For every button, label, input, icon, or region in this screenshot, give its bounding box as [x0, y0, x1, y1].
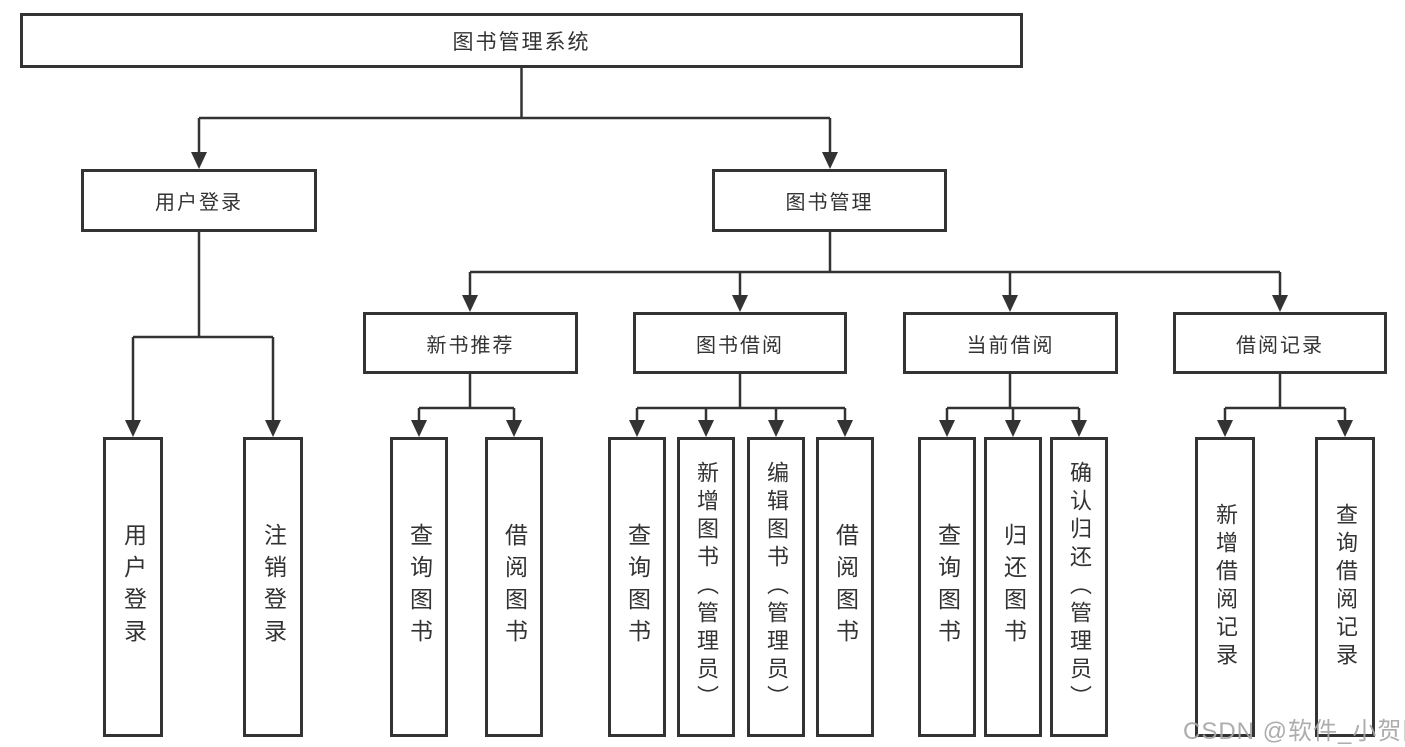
- edge-group-records: [1217, 373, 1353, 437]
- leaf-return-books: 归还图书: [984, 437, 1042, 737]
- leaf-user-login: 用户登录: [103, 437, 163, 737]
- edge-book-mgmt-groups: [462, 231, 1288, 312]
- leaf-borrow-books-2: 借阅图书: [816, 437, 874, 737]
- node-current-borrowing: 当前借阅: [903, 312, 1118, 374]
- leaf-borrow-books-1: 借阅图书: [485, 437, 543, 737]
- csdn-watermark: CSDN @软件_小贺同学: [1183, 718, 1405, 745]
- leaf-query-books-1: 查询图书: [390, 437, 448, 737]
- edge-root-to-level2: [191, 66, 838, 169]
- leaf-query-books-2: 查询图书: [608, 437, 666, 737]
- leaf-query-borrow-record: 查询借阅记录: [1315, 437, 1375, 737]
- edge-user-login-children: [125, 231, 281, 437]
- leaf-add-borrow-record: 新增借阅记录: [1195, 437, 1255, 737]
- node-library-system: 图书管理系统: [20, 13, 1023, 68]
- leaf-logout: 注销登录: [243, 437, 303, 737]
- leaf-confirm-return-admin: 确认归还（管理员）: [1050, 437, 1108, 737]
- leaf-query-books-3: 查询图书: [918, 437, 976, 737]
- leaf-edit-books-admin: 编辑图书（管理员）: [747, 437, 805, 737]
- leaf-add-books-admin: 新增图书（管理员）: [677, 437, 735, 737]
- node-borrowing-records: 借阅记录: [1173, 312, 1387, 374]
- node-book-management: 图书管理: [712, 169, 947, 232]
- node-user-login: 用户登录: [81, 169, 317, 232]
- node-new-book-recommend: 新书推荐: [363, 312, 578, 374]
- node-book-borrowing: 图书借阅: [633, 312, 847, 374]
- edge-group-current: [939, 373, 1087, 437]
- edge-group-new-books: [411, 373, 522, 437]
- edge-group-borrowing: [629, 373, 853, 437]
